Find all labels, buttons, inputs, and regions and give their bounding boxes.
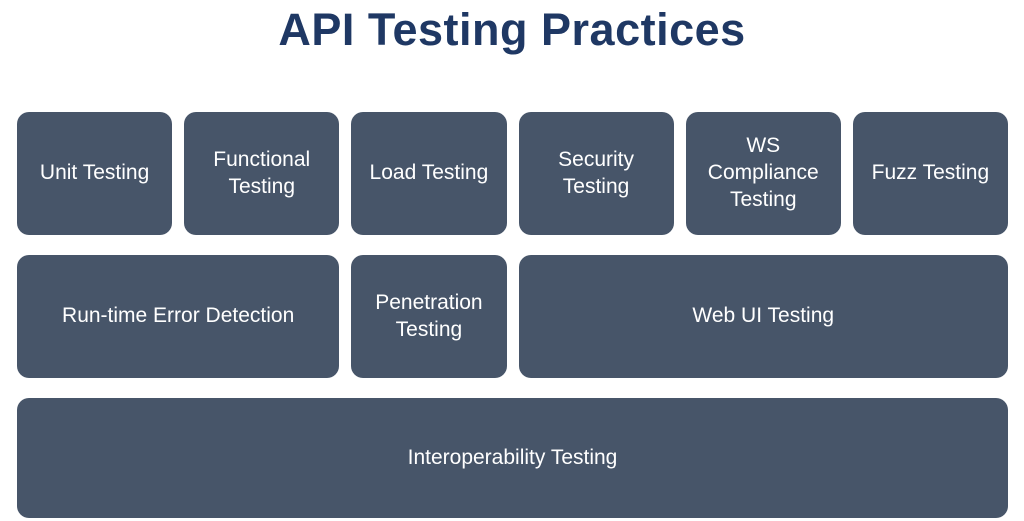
practice-box-label: Functional Testing bbox=[213, 147, 311, 198]
practice-box-label: Run-time Error Detection bbox=[62, 304, 295, 328]
practice-box-label: Fuzz Testing bbox=[871, 161, 990, 185]
practice-box-label: Penetration Testing bbox=[375, 290, 483, 341]
practice-box-label: Load Testing bbox=[369, 161, 489, 185]
practice-box-runtime-error-detection: Run-time Error Detection bbox=[17, 255, 340, 378]
practice-box-functional-testing: Functional Testing bbox=[184, 112, 340, 235]
practice-box-label: Web UI Testing bbox=[692, 304, 835, 328]
practice-box-web-ui-testing: Web UI Testing bbox=[518, 255, 1008, 378]
practice-box-label: WS Compliance Testing bbox=[707, 134, 819, 211]
practice-box-load-testing: Load Testing bbox=[351, 112, 507, 235]
practices-grid: Unit Testing Functional Testing Load Tes… bbox=[17, 112, 1008, 518]
practice-box-ws-compliance-testing: WS Compliance Testing bbox=[685, 112, 841, 235]
practice-box-security-testing: Security Testing bbox=[518, 112, 674, 235]
practice-box-label: Unit Testing bbox=[39, 161, 150, 185]
practice-box-fuzz-testing: Fuzz Testing bbox=[852, 112, 1008, 235]
page-title: API Testing Practices bbox=[278, 4, 746, 55]
practice-box-label: Interoperability Testing bbox=[407, 445, 618, 469]
practice-box-penetration-testing: Penetration Testing bbox=[351, 255, 507, 378]
practice-box-unit-testing: Unit Testing bbox=[17, 112, 173, 235]
practice-box-label: Security Testing bbox=[558, 147, 634, 198]
practice-box-interoperability-testing: Interoperability Testing bbox=[17, 398, 1008, 518]
